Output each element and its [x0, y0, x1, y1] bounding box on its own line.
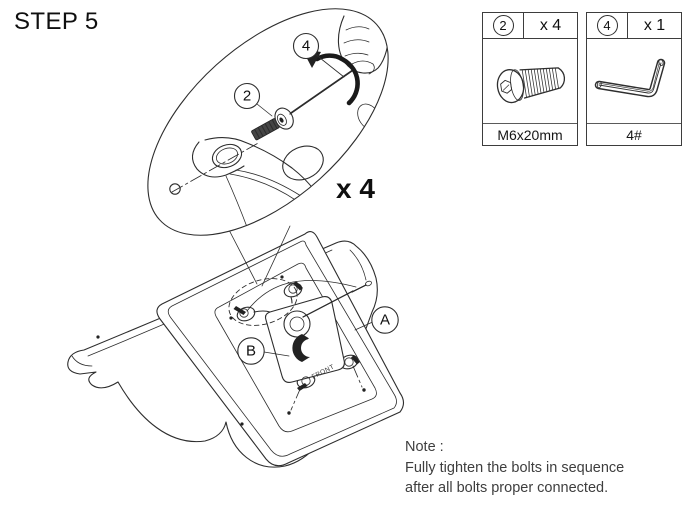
callout-mechanism: B	[237, 337, 290, 365]
part-number-badge: 2	[492, 15, 514, 36]
note-heading: Note :	[405, 439, 444, 455]
part-box-allen-key: 4 x 1 4#	[586, 12, 682, 146]
part-qty-label: x 1	[643, 16, 666, 34]
allen-key-icon	[594, 58, 666, 98]
part-qty-label: x 4	[539, 16, 562, 34]
callout-bolt-number: 2	[243, 88, 251, 105]
note-line-2: after all bolts proper connected.	[405, 480, 609, 497]
bolt-drawing	[251, 107, 294, 141]
pilot-hole	[169, 183, 181, 195]
repeat-count-label: x 4	[336, 173, 375, 204]
detail-bubble: 2 4 x 4	[147, 8, 391, 236]
hex-bolt-icon	[496, 67, 566, 104]
seat-drawing: FRONT A	[67, 231, 405, 468]
part-number-badge: 4	[596, 15, 618, 36]
part-spec-label: M6x20mm	[483, 123, 577, 145]
tilt-lever-drawing	[246, 280, 372, 318]
note-line-1: Fully tighten the bolts in sequence	[405, 459, 625, 476]
parts-panel: 2 x 4 M6x20mm	[482, 12, 682, 146]
step-title: STEP 5	[14, 8, 99, 35]
callout-seat: A	[354, 306, 399, 334]
callout-seat-letter: A	[380, 312, 390, 329]
allen-key-drawing	[289, 69, 354, 115]
mechanism-drawing: FRONT	[229, 275, 366, 415]
bracket-arm-drawing	[191, 103, 381, 230]
callout-bolt: 2	[233, 82, 273, 117]
note-block: Note : Fully tighten the bolts in sequen…	[405, 437, 624, 499]
projection-lines	[227, 225, 291, 287]
callout-mechanism-letter: B	[246, 343, 256, 360]
dashed-focus-ellipse	[228, 278, 298, 326]
callout-tool-number: 4	[302, 38, 310, 55]
part-spec-label: 4#	[587, 123, 681, 145]
part-header: 4 x 1	[587, 13, 681, 39]
callout-tool: 4	[292, 32, 345, 78]
bolt-axis-line	[171, 141, 261, 193]
part-header: 2 x 4	[483, 13, 577, 39]
part-box-bolt: 2 x 4 M6x20mm	[482, 12, 578, 146]
